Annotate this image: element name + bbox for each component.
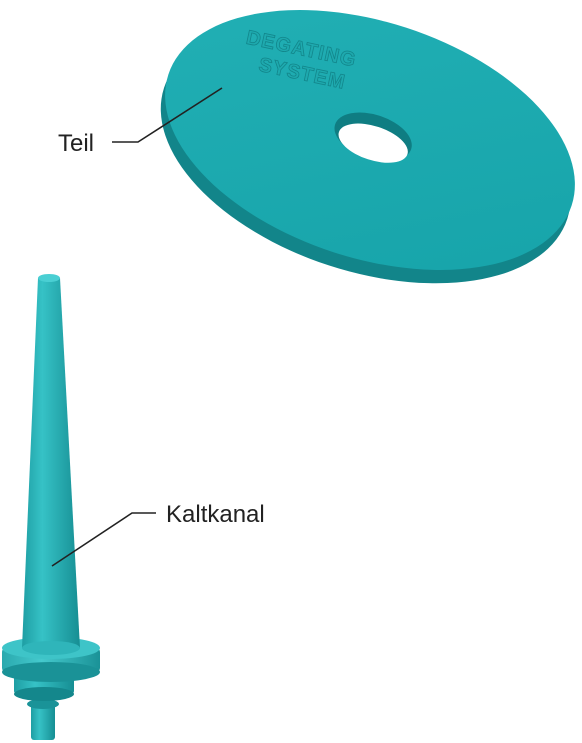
sprue-pin	[31, 700, 55, 740]
part-disc	[160, 10, 575, 284]
sprue	[2, 274, 100, 740]
sprue-lower-collar-bottom	[14, 687, 74, 701]
sprue-pin-ring	[27, 699, 59, 709]
sprue-flange-bottom	[2, 662, 100, 682]
sprue-cone-base	[22, 641, 80, 655]
leader-line-sprue	[51, 512, 156, 567]
leader-line-part	[112, 87, 223, 143]
sprue-cone	[22, 278, 80, 648]
sprue-tip	[38, 274, 60, 282]
label-part: Teil	[58, 130, 94, 157]
label-sprue: Kaltkanal	[166, 501, 265, 528]
part-disc-hole	[338, 123, 408, 163]
